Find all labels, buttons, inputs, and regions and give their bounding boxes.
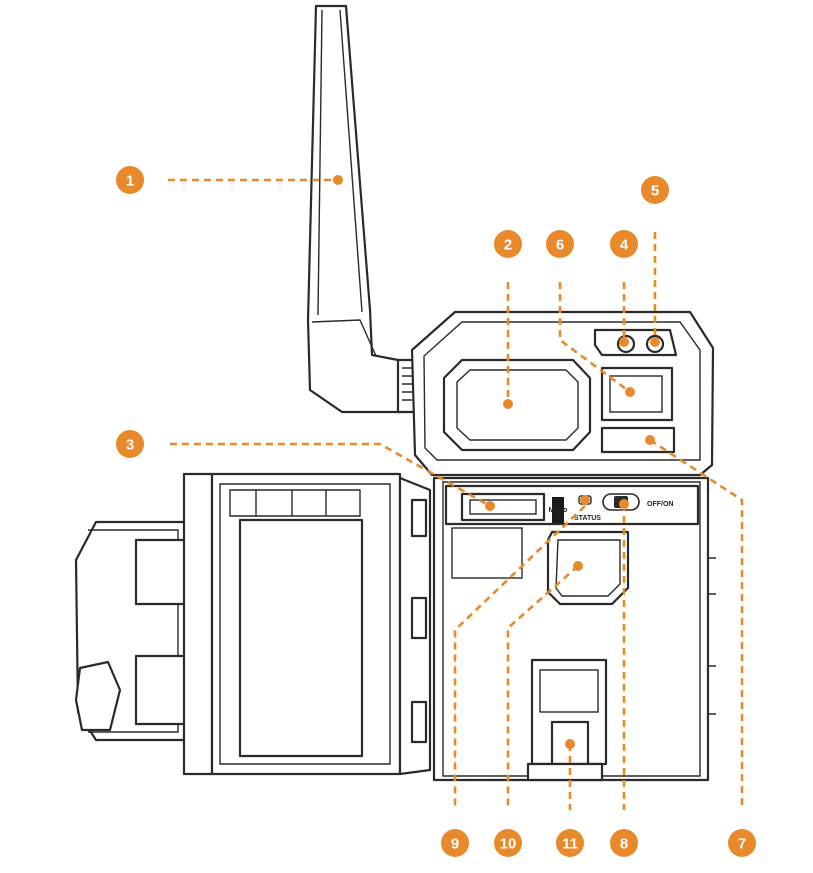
svg-text:8: 8 [620,836,628,853]
callout-badge-6: 6 [546,230,574,258]
status-label: STATUS [574,515,601,522]
callout-badge-10: 10 [494,829,522,857]
sd-slot-label-line1: Micro [549,507,568,514]
callout-badge-1: 1 [116,166,144,194]
svg-text:2: 2 [504,237,512,254]
lens-window [442,358,592,452]
svg-text:6: 6 [556,237,564,254]
power-switch-label: OFF/ON [647,501,673,508]
callout-badge-9: 9 [441,829,469,857]
svg-text:3: 3 [126,437,134,454]
svg-text:11: 11 [562,836,578,853]
open-door [74,472,432,776]
svg-text:5: 5 [651,183,659,200]
sd-slot-label-line2: SD [553,514,563,521]
svg-text:4: 4 [620,237,629,254]
callout-badge-4: 4 [610,230,638,258]
svg-text:9: 9 [451,836,459,853]
svg-text:10: 10 [500,836,517,853]
callout-badge-7: 7 [728,829,756,857]
camera-head [410,310,715,477]
antenna [306,4,418,414]
target-dots [333,175,660,749]
callout-badge-3: 3 [116,430,144,458]
leader-7 [649,438,744,810]
svg-text:7: 7 [738,836,746,853]
callout-badges: 1 2 3 4 5 6 7 8 [116,166,756,857]
callout-badge-11: 11 [556,829,584,857]
callout-badge-8: 8 [610,829,638,857]
callout-badge-5: 5 [641,176,669,204]
svg-text:1: 1 [126,173,134,190]
leader-lines [168,178,744,810]
camera-body: Micro SD STATUS OFF/ON [432,476,716,782]
sensor-panel [593,328,678,454]
leader-3 [170,442,491,508]
callout-badge-2: 2 [494,230,522,258]
